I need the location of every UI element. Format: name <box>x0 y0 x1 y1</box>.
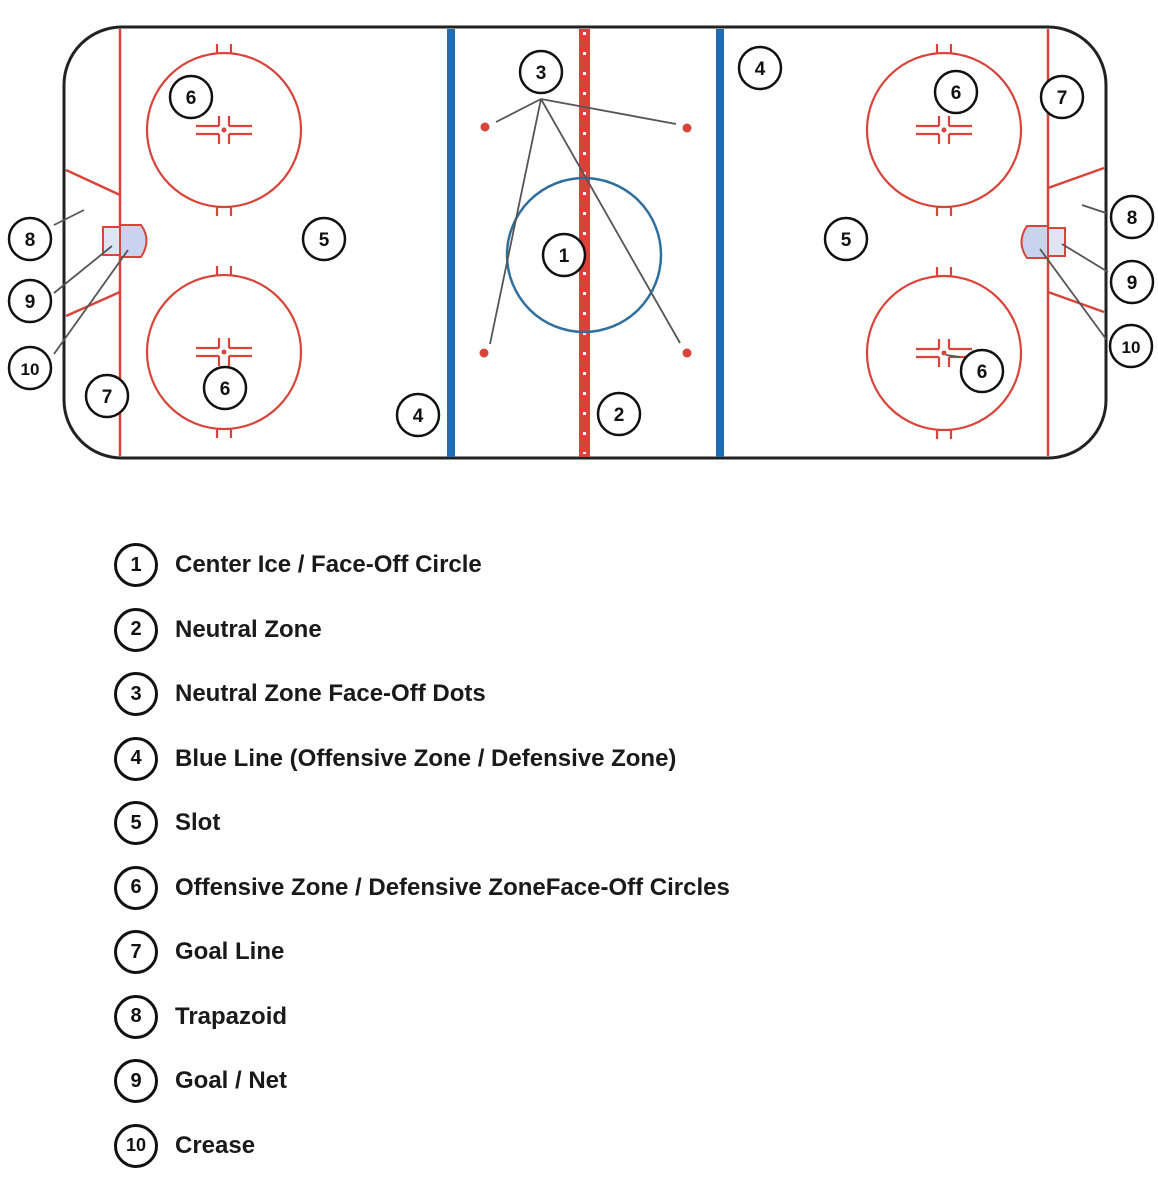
legend-item: 10 Crease <box>114 1120 255 1172</box>
legend-item: 4 Blue Line (Offensive Zone / Defensive Z… <box>114 733 676 785</box>
legend-label: Trapazoid <box>175 1002 288 1030</box>
legend-label: Blue Line (Offensive Zone / Defensive Zo… <box>175 744 677 772</box>
callout-7: 7 <box>1039 74 1085 120</box>
legend-number-badge: 8 <box>114 994 158 1039</box>
callout-6: 6 <box>933 69 979 115</box>
callout-10: 10 <box>1108 323 1154 369</box>
legend-label: Offensive Zone / Defensive ZoneFace-Off … <box>175 873 730 901</box>
neutral-zone-dot <box>682 348 692 358</box>
callout-5: 5 <box>823 216 869 262</box>
legend-number-badge: 5 <box>114 801 158 845</box>
blue-line-right <box>716 29 724 457</box>
legend-item: 3 Neutral Zone Face-Off Dots <box>114 668 486 720</box>
neutral-zone-dot <box>479 348 489 358</box>
leader-lines <box>53 98 1109 358</box>
svg-text:3: 3 <box>536 63 547 84</box>
legend-number-badge: 9 <box>114 1059 158 1103</box>
svg-text:9: 9 <box>25 292 36 313</box>
callout-7: 7 <box>84 373 130 419</box>
svg-text:10: 10 <box>1122 338 1141 357</box>
callout-6: 6 <box>168 74 214 120</box>
legend-label: Neutral Zone <box>175 615 322 643</box>
svg-text:4: 4 <box>755 59 766 80</box>
legend-number-badge: 6 <box>114 865 158 910</box>
faceoff-circle <box>865 267 1023 439</box>
svg-text:4: 4 <box>413 406 424 427</box>
legend-number-badge: 7 <box>114 930 158 974</box>
faceoff-circle <box>145 266 303 438</box>
legend-label: Neutral Zone Face-Off Dots <box>175 680 486 707</box>
svg-text:7: 7 <box>102 387 113 408</box>
trapezoid-right <box>1047 166 1105 314</box>
goal-net-left <box>102 224 148 258</box>
legend-item: 8 Trapazoid <box>114 991 287 1043</box>
callout-6: 6 <box>202 365 248 411</box>
callout-1: 1 <box>541 232 587 278</box>
legend-label: Goal Line <box>175 938 285 965</box>
legend-number-badge: 10 <box>114 1123 158 1168</box>
legend-number-badge: 1 <box>114 543 158 587</box>
legend-item: 7 Goal Line <box>114 926 284 978</box>
svg-text:6: 6 <box>951 83 962 104</box>
legend-item: 2 Neutral Zone <box>114 604 322 656</box>
svg-text:6: 6 <box>977 362 988 383</box>
neutral-zone-dot <box>480 122 490 132</box>
center-red-line <box>579 29 590 457</box>
callout-4: 4 <box>737 45 783 91</box>
svg-text:6: 6 <box>220 379 231 400</box>
svg-text:5: 5 <box>841 230 852 251</box>
legend-item: 9 Goal / Net <box>114 1055 287 1107</box>
callout-9: 9 <box>1109 259 1155 305</box>
svg-text:7: 7 <box>1057 88 1068 109</box>
callout-8: 8 <box>1109 194 1155 240</box>
center-faceoff-circle <box>505 176 663 334</box>
svg-text:5: 5 <box>319 230 330 251</box>
callout-10: 10 <box>7 345 53 391</box>
svg-text:10: 10 <box>21 360 40 379</box>
legend-label: Center Ice / Face-Off Circle <box>175 551 482 578</box>
blue-line-left <box>447 29 455 457</box>
svg-text:9: 9 <box>1127 273 1138 294</box>
hockey-rink-diagram: 1 2 3 4 4 5 5 6 6 6 6 7 7 8 8 9 9 10 10 <box>7 25 1155 460</box>
legend-number-badge: 2 <box>114 607 158 652</box>
callout-3: 3 <box>518 49 564 95</box>
svg-text:1: 1 <box>559 246 570 267</box>
callout-5: 5 <box>301 216 347 262</box>
callout-8: 8 <box>7 216 53 262</box>
callout-6: 6 <box>959 348 1005 394</box>
legend-label: Slot <box>175 809 221 836</box>
legend-item: 5 Slot <box>114 797 220 849</box>
svg-text:8: 8 <box>1127 208 1138 229</box>
callout-2: 2 <box>596 391 642 437</box>
legend-item: 1 Center Ice / Face-Off Circle <box>114 539 482 591</box>
callout-9: 9 <box>7 278 53 324</box>
legend-number-badge: 4 <box>114 736 158 781</box>
legend-number-badge: 3 <box>114 672 158 716</box>
svg-text:8: 8 <box>25 230 36 251</box>
legend-item: 6 Offensive Zone / Defensive ZoneFace-Off… <box>114 862 730 914</box>
faceoff-circle <box>145 44 303 216</box>
legend-label: Goal / Net <box>175 1067 288 1094</box>
svg-text:6: 6 <box>186 88 197 109</box>
faceoff-circle <box>865 44 1023 216</box>
callout-4: 4 <box>395 392 441 438</box>
svg-text:2: 2 <box>614 405 625 426</box>
legend-label: Crease <box>175 1131 256 1159</box>
neutral-zone-dot <box>682 123 692 133</box>
trapezoid-left <box>65 168 121 318</box>
